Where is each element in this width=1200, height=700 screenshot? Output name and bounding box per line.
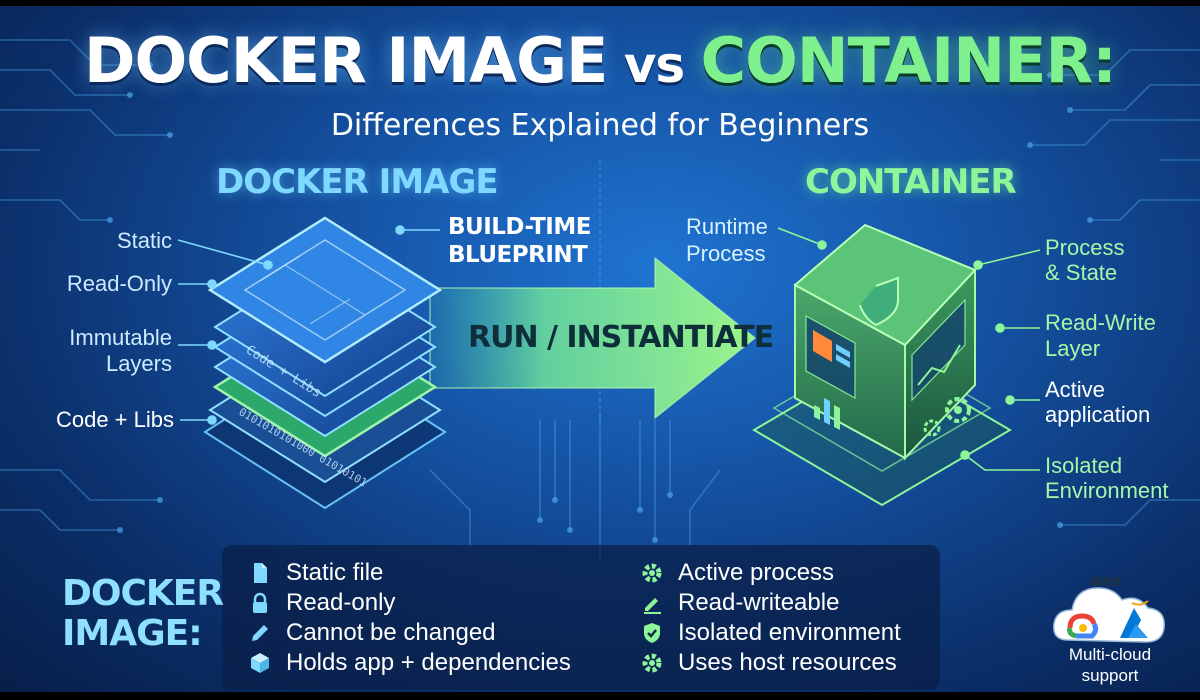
top-frame-bar [0, 0, 1200, 6]
gear-icon [642, 653, 662, 673]
multi-cloud-badge [1053, 587, 1165, 643]
image-feature-text: Read-only [286, 589, 396, 616]
run-instantiate-label: RUN / INSTANTIATE [468, 320, 774, 355]
edit-icon [644, 598, 661, 614]
shield-icon [859, 276, 899, 327]
label-process-state-2: & State [1045, 260, 1118, 285]
container-label-connectors [777, 227, 1041, 471]
label-layers: Layers [105, 351, 172, 376]
label-build-time: BUILD-TIME [448, 214, 591, 240]
box-icon [251, 653, 269, 673]
label-active: Active [1045, 377, 1105, 402]
label-process: Process [686, 241, 766, 266]
google-cloud-icon [1067, 613, 1099, 639]
container-feature-item: Isolated environment [640, 618, 901, 648]
container-feature-text: Uses host resources [678, 649, 897, 676]
label-static: Static [116, 228, 172, 253]
pencil-icon [252, 625, 268, 641]
azure-icon [1120, 608, 1148, 638]
image-label-connectors [177, 225, 440, 425]
image-feature-item: Static file [248, 558, 383, 588]
image-layer-stack [203, 216, 447, 510]
aws-logo-text: aws [1090, 571, 1123, 590]
lock-icon [253, 592, 267, 613]
label-immutable: Immutable [69, 325, 172, 350]
container-feature-item: Uses host resources [640, 648, 897, 678]
gear-icon [642, 563, 662, 583]
bottom-title-line2: IMAGE: [62, 613, 203, 654]
shield-check-icon [644, 623, 660, 643]
container-feature-text: Read-writeable [678, 589, 840, 616]
label-read-write: Read-Write [1045, 310, 1156, 335]
container-feature-text: Isolated environment [678, 619, 901, 646]
image-feature-item: Cannot be changed [248, 618, 496, 648]
container-feature-item: Active process [640, 558, 834, 588]
run-arrow [429, 256, 757, 420]
label-blueprint: BLUEPRINT [448, 242, 588, 268]
container-cube [752, 223, 1012, 507]
bottom-frame-bar [0, 692, 1200, 700]
label-layer: Layer [1045, 336, 1101, 361]
image-feature-text: Cannot be changed [286, 619, 496, 646]
label-isolated: Isolated [1045, 453, 1123, 478]
label-process-state-1: Process [1045, 235, 1125, 260]
container-feature-item: Read-writeable [640, 588, 839, 618]
image-feature-item: Read-only [248, 588, 395, 618]
docker-image-heading: DOCKER IMAGE [216, 162, 499, 202]
bottom-panel [222, 545, 940, 690]
label-code-libs: Code + Libs [55, 407, 174, 432]
label-read-only: Read-Only [66, 271, 172, 296]
image-feature-text: Static file [286, 559, 384, 586]
container-heading: CONTAINER [805, 162, 1017, 202]
label-environment: Environment [1045, 478, 1169, 503]
file-icon [254, 563, 267, 583]
title-container: CONTAINER: [700, 24, 1117, 97]
title-vs: vs [607, 36, 701, 94]
title-docker-image: DOCKER IMAGE [84, 24, 608, 97]
image-feature-item: Holds app + dependencies [248, 648, 571, 678]
label-runtime: Runtime [686, 214, 768, 239]
badge-caption-line1: Multi-cloud [1068, 645, 1152, 664]
label-application: application [1045, 402, 1151, 427]
badge-caption: Multi-cloud support [1050, 644, 1170, 686]
image-feature-text: Holds app + dependencies [286, 649, 571, 676]
container-feature-text: Active process [678, 559, 835, 586]
subtitle: Differences Explained for Beginners [330, 108, 870, 143]
bottom-title-line1: DOCKER [62, 573, 224, 614]
badge-caption-line2: support [1081, 666, 1139, 685]
main-title: DOCKER IMAGE vs CONTAINER: [0, 24, 1200, 97]
